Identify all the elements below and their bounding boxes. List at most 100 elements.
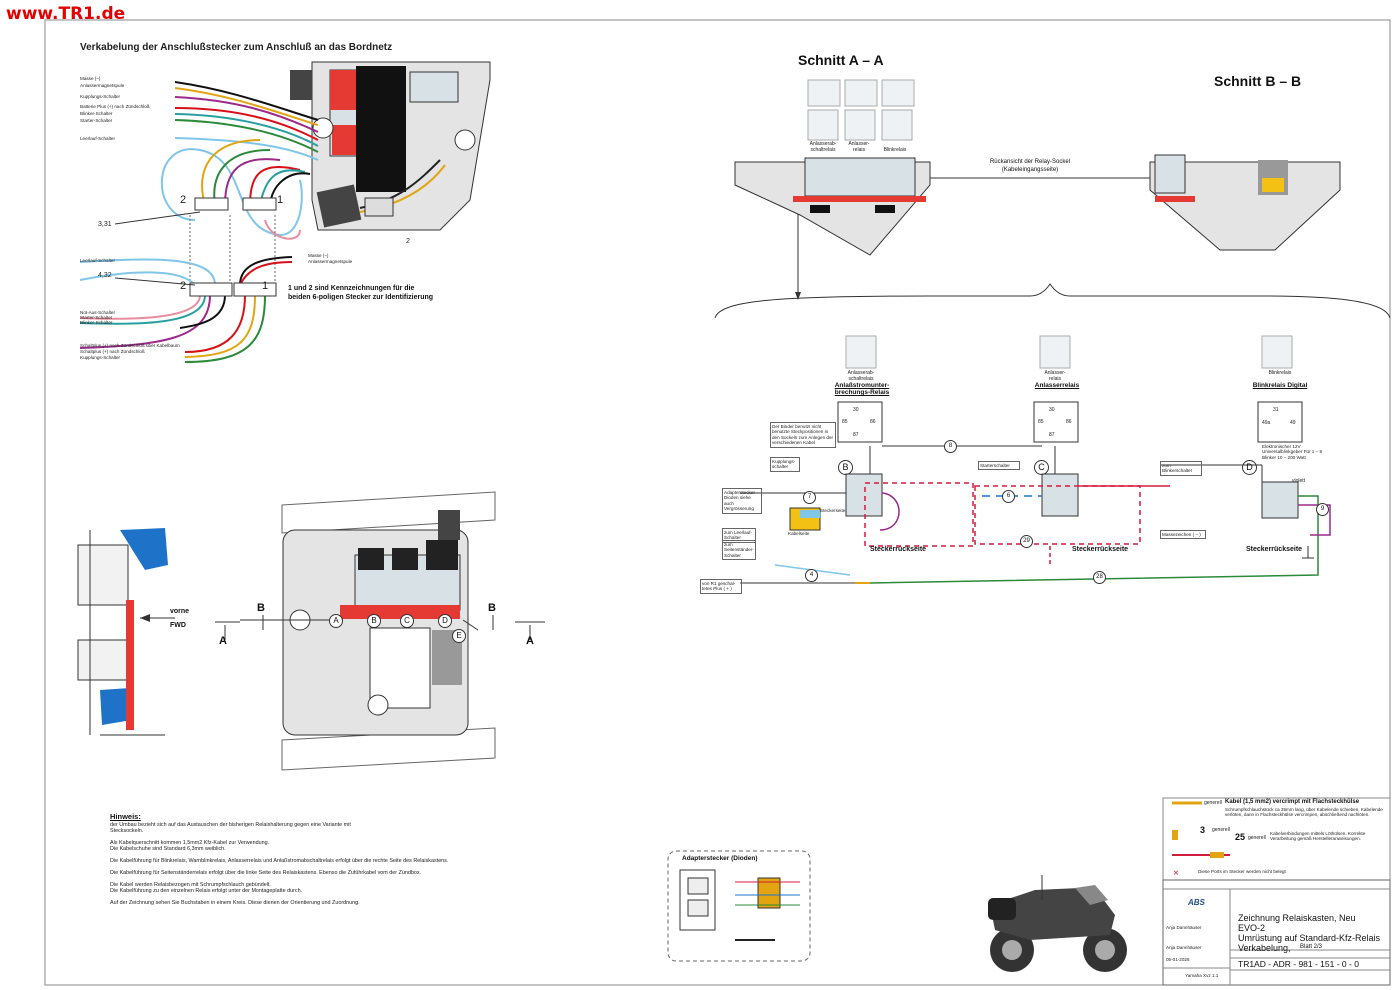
harness-wires-lower <box>79 256 293 363</box>
titleblock-title-4: Verkabelung, <box>1238 943 1291 953</box>
titleblock-author-2: Anja Dannhäuser <box>1166 945 1202 950</box>
thumb-label-anlasser: Anlasser- relais <box>848 141 870 153</box>
fwd-label: vorne FWD <box>170 608 190 629</box>
label-violett: violett <box>1292 478 1306 484</box>
thumb-label-blinkrelais: Blinkrelais <box>883 147 907 153</box>
marker-a-plan: A <box>329 614 343 628</box>
hinweis-line: der Umbau bezieht sich auf das Austausch… <box>110 822 351 828</box>
marker-d: D <box>1242 460 1257 475</box>
wire-num-29: 29 <box>1020 535 1033 548</box>
hinweis-title: Hinweis: <box>110 812 141 821</box>
wire-label-notaus: Not-Aus-Schalter <box>80 310 115 315</box>
label-seitenstaender: zum Seitenständer-Schalter <box>722 540 756 561</box>
titleblock-logo: ABS <box>1188 898 1205 907</box>
wire-label-masse: Masse (–) <box>80 76 101 81</box>
blinker-note: Elektronischer 12V Universalblinkgeber F… <box>1262 444 1323 460</box>
ref-2-box: 2 <box>406 238 410 245</box>
cut-label-b-right: B <box>488 602 496 614</box>
wire-label-leerlauf: Leerlauf-Schalter <box>80 136 115 141</box>
titleblock-blatt: Blatt 2/3 <box>1300 944 1323 950</box>
connector-2-bottom <box>189 282 233 297</box>
side-label-b: Steckerrückseite <box>870 546 927 553</box>
connector-id-note: 1 und 2 sind Kennzeichnungen für die bei… <box>288 285 434 301</box>
connector-num-2: 2 <box>180 194 187 206</box>
relay-d-caption: Blinkrelais <box>1268 370 1292 376</box>
marker-e-plan: E <box>452 629 466 643</box>
ref-331: 3,31 <box>98 221 112 228</box>
label-adapter: Adapterstecker Dioden siehe auch Vergrös… <box>722 488 762 514</box>
legend-num-25: 25 <box>1235 832 1246 842</box>
label-steckerseite: Steckerseite <box>820 508 846 513</box>
rueckansicht-label: Rückansicht der Relay-Sockel (Kabeleinga… <box>989 159 1071 173</box>
relay-box-top-view <box>290 61 491 231</box>
pin-b-86: 86 <box>870 419 876 425</box>
section-aa-view <box>734 157 1140 300</box>
hinweis-line: Auf der Zeichnung sehen Sie Buchstaben i… <box>110 900 360 906</box>
legend-generell-1: generell <box>1204 800 1222 806</box>
wire-label-starter-2: Starter-Schalter <box>80 315 113 320</box>
site-logo[interactable]: www.TR1.de <box>6 4 126 24</box>
side-label-c: Steckerrückseite <box>1072 546 1129 553</box>
connector-num-2b: 2 <box>180 280 187 292</box>
wire-num-8: 8 <box>944 440 957 453</box>
relay-b-name: Anlaßstromunter- brechungs-Relais <box>834 382 890 396</box>
relay-c-name: Anlasserrelais <box>1034 382 1080 389</box>
hinweis-line: Die Kabelführung zu den einzelnen Relais… <box>110 888 303 894</box>
wire-label-starter: Starter-Schalter <box>80 118 113 123</box>
marker-c: C <box>1034 460 1049 475</box>
pin-b-85: 85 <box>842 419 848 425</box>
schematic <box>740 335 1331 584</box>
thumb-label-anlasserab: Anlasserab- schaltrelais <box>809 141 837 153</box>
titleblock-title-2: EVO-2 <box>1238 923 1266 933</box>
hinweis-line: Die Kabelführung für Seitenständerrelais… <box>110 870 422 876</box>
wire-label-kupplung: Kupplungs-Schalter <box>80 94 121 99</box>
connector-num-1b: 1 <box>262 280 269 292</box>
pin-b-30: 30 <box>853 407 859 413</box>
heading-schnitt-aa: Schnitt A – A <box>798 52 884 68</box>
label-leerlauf: zum Leerlauf-Schalter <box>722 528 756 543</box>
wire-num-6: 6 <box>1002 490 1015 503</box>
titleblock-date: 05-01-2026 <box>1166 957 1190 962</box>
relay-b-caption: Anlasserab- schaltrelais <box>847 370 875 382</box>
marker-d-plan: D <box>438 614 452 628</box>
legend-generell-2: generell <box>1212 827 1230 833</box>
legend-kabel-title: Kabel (1,5 mm2) vercrimpt mit Flachsteck… <box>1225 799 1360 805</box>
wire-num-7: 7 <box>803 491 816 504</box>
legend-nicht-belegt: Diese Ports im Stecker werden nicht bele… <box>1198 869 1286 874</box>
relay-box-plan-view <box>215 491 545 771</box>
hinweis-line: Als Kabelquerschnitt kommen 1,5mm2 Kfz-K… <box>110 840 270 846</box>
hinweis-line: Die Kabelschuhe sind Standard 6,3mm weib… <box>110 846 226 852</box>
wire-label-anlassermagnet: Anlassermagnetspule <box>80 83 125 88</box>
wire-label-blinker: Blinker-Schalter <box>80 111 113 116</box>
marker-c-plan: C <box>400 614 414 628</box>
side-label-d: Steckerrückseite <box>1246 546 1303 553</box>
cut-label-a-left: A <box>219 635 227 647</box>
label-zum-blinker: zum Blinkerschalter <box>1160 461 1202 476</box>
adapter-drawing <box>679 869 800 941</box>
pin-c-85: 85 <box>1038 419 1044 425</box>
connector-1-top <box>242 197 277 211</box>
pin-d-31: 31 <box>1273 407 1279 413</box>
svg-text:×: × <box>1173 868 1179 879</box>
label-plus-r1: von R1 geschal-tetes Plus ( + ) <box>700 579 742 594</box>
connector-num-1: 1 <box>277 194 284 206</box>
harness-wires <box>160 81 319 240</box>
legend-loet: Kabelverbindungen mittels Löthülsen. Kor… <box>1270 831 1366 842</box>
wire-label-blinker-2: Blinker-Schalter <box>80 320 113 325</box>
wire-num-4: 4 <box>805 569 818 582</box>
hinweis-line: Die Kabel werden Relaisbezogen mit Schru… <box>110 882 271 888</box>
pin-c-87: 87 <box>1049 432 1055 438</box>
wire-label-schaltplus-2: Schaltplus (+) nach Zündschloß <box>80 349 145 354</box>
label-binder-note: Der Binder benutzt nicht benutzte Steckp… <box>770 422 836 448</box>
marker-b: B <box>838 460 853 475</box>
side-view <box>77 528 175 736</box>
pin-c-30: 30 <box>1049 407 1055 413</box>
legend-num-3: 3 <box>1200 825 1206 835</box>
pin-b-87: 87 <box>853 432 859 438</box>
cut-label-b-left: B <box>257 602 265 614</box>
wire-num-28: 28 <box>1093 571 1106 584</box>
connector-1-bottom <box>233 282 277 297</box>
cut-label-a-right: A <box>526 635 534 647</box>
hinweis-line: Die Kabelführung für Blinkrelais, Warnbl… <box>110 858 449 864</box>
